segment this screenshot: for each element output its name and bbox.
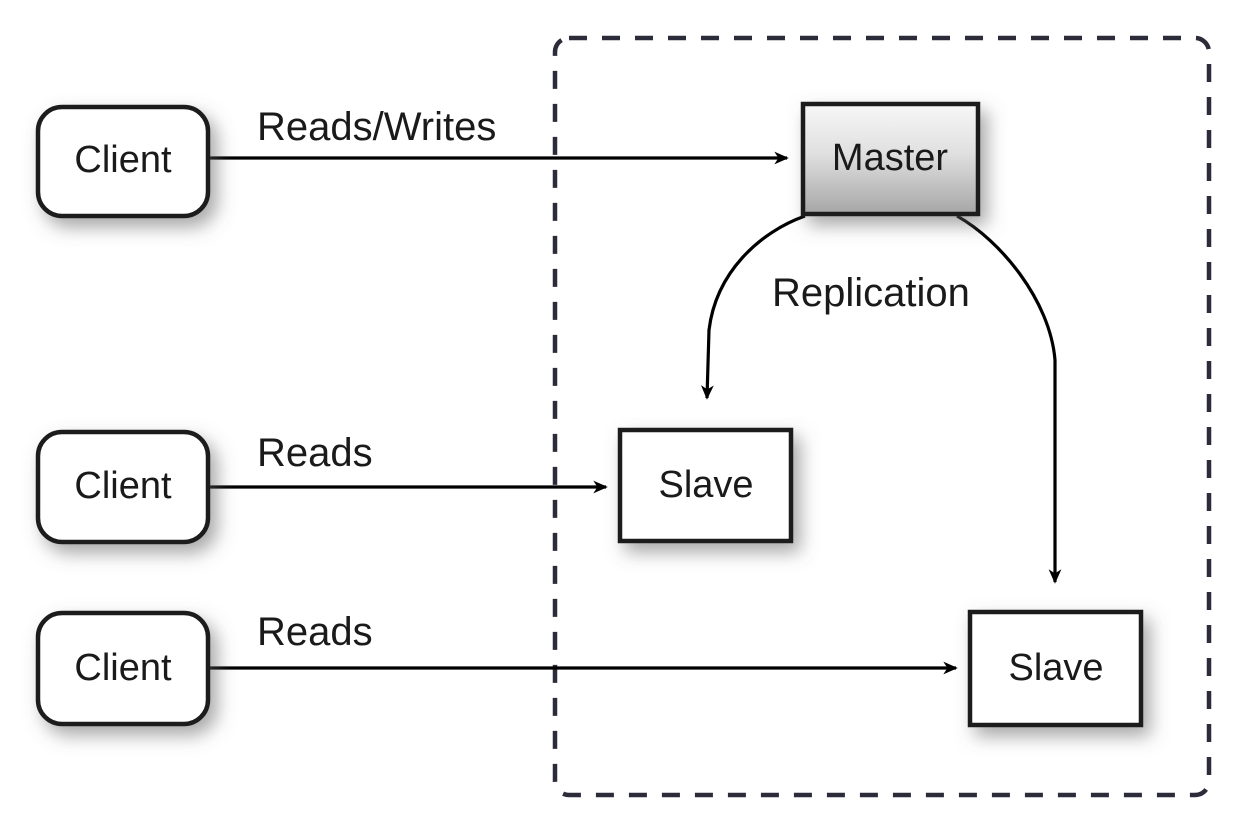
edge-label-reads-2: Reads [257, 610, 373, 654]
node-slave-2[interactable]: Slave [967, 609, 1144, 728]
edge-curve-replication-left [700, 214, 806, 400]
client-2-label: Client [74, 465, 172, 507]
edge-master-slave2 [956, 214, 1062, 584]
slave-1-label: Slave [658, 464, 753, 506]
client-3-label: Client [74, 647, 172, 689]
edge-curve-replication-right [956, 214, 1062, 584]
node-client-3[interactable]: Client [35, 610, 211, 727]
client-2-box[interactable] [35, 429, 211, 545]
node-client-1[interactable]: Client [35, 104, 211, 219]
node-slave-1[interactable]: Slave [617, 427, 794, 544]
edge-master-slave1 [700, 214, 806, 400]
slave-2-box[interactable] [967, 609, 1144, 728]
client-1-box[interactable] [35, 104, 211, 219]
node-master[interactable]: Master [800, 101, 981, 217]
edge-label-reads-1: Reads [257, 431, 373, 475]
client-3-box[interactable] [35, 610, 211, 727]
database-cluster-boundary [552, 35, 1212, 798]
edge-label-replication: Replication [772, 271, 970, 315]
master-box[interactable] [800, 101, 981, 217]
node-client-2[interactable]: Client [35, 429, 211, 545]
edge-label-reads-writes: Reads/Writes [257, 105, 496, 149]
master-label: Master [832, 137, 948, 179]
slave-1-box[interactable] [617, 427, 794, 544]
client-1-label: Client [74, 139, 172, 181]
slave-2-label: Slave [1008, 647, 1103, 689]
